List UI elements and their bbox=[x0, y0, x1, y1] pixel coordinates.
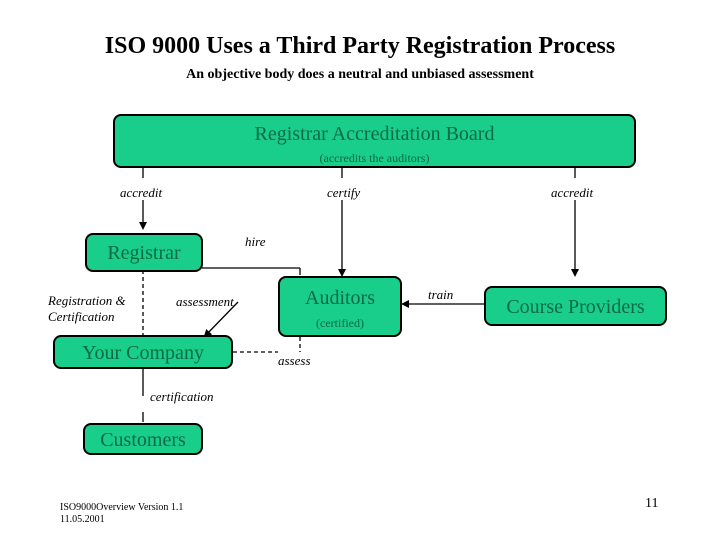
registrar-box: Registrar bbox=[85, 233, 203, 272]
auditors-box: Auditors (certified) bbox=[278, 276, 402, 337]
train-label: train bbox=[428, 287, 454, 302]
certify-label: certify bbox=[327, 185, 361, 200]
hire-label: hire bbox=[245, 234, 266, 249]
page-title: ISO 9000 Uses a Third Party Registration… bbox=[104, 33, 616, 59]
customers-box: Customers bbox=[83, 423, 203, 455]
customers-title: Customers bbox=[100, 429, 186, 451]
registrar-accreditation-board-box: Registrar Accreditation Board (accredits… bbox=[113, 114, 636, 168]
your-company-title: Your Company bbox=[82, 342, 204, 364]
assessment-arrow bbox=[203, 301, 239, 338]
your-company-box: Your Company bbox=[53, 335, 233, 369]
auditors-subtitle: (certified) bbox=[316, 316, 364, 330]
course-providers-title: Course Providers bbox=[506, 296, 645, 318]
registration-certification-label-line2: Certification bbox=[48, 309, 115, 324]
page-number: 11 bbox=[645, 496, 659, 511]
footer-version: ISO9000Overview Version 1.1 11.05.2001 bbox=[60, 502, 183, 526]
assess-label: assess bbox=[278, 353, 311, 368]
page-subtitle: An objective body does a neutral and unb… bbox=[186, 67, 534, 82]
footer-date-line: 11.05.2001 bbox=[60, 514, 105, 525]
accredit-registrar-label: accredit bbox=[120, 185, 163, 200]
accredit-course-providers-label: accredit bbox=[551, 185, 594, 200]
registrar-title: Registrar bbox=[107, 242, 181, 264]
footer-version-line: ISO9000Overview Version 1.1 bbox=[60, 502, 184, 513]
course-providers-box: Course Providers bbox=[484, 286, 667, 326]
assessment-label: assessment bbox=[176, 294, 234, 309]
board-subtitle: (accredits the auditors) bbox=[319, 151, 430, 165]
certification-label: certification bbox=[150, 389, 214, 404]
registration-certification-label-line1: Registration & bbox=[48, 293, 126, 308]
auditors-title: Auditors bbox=[305, 287, 375, 309]
board-title: Registrar Accreditation Board bbox=[254, 123, 495, 145]
